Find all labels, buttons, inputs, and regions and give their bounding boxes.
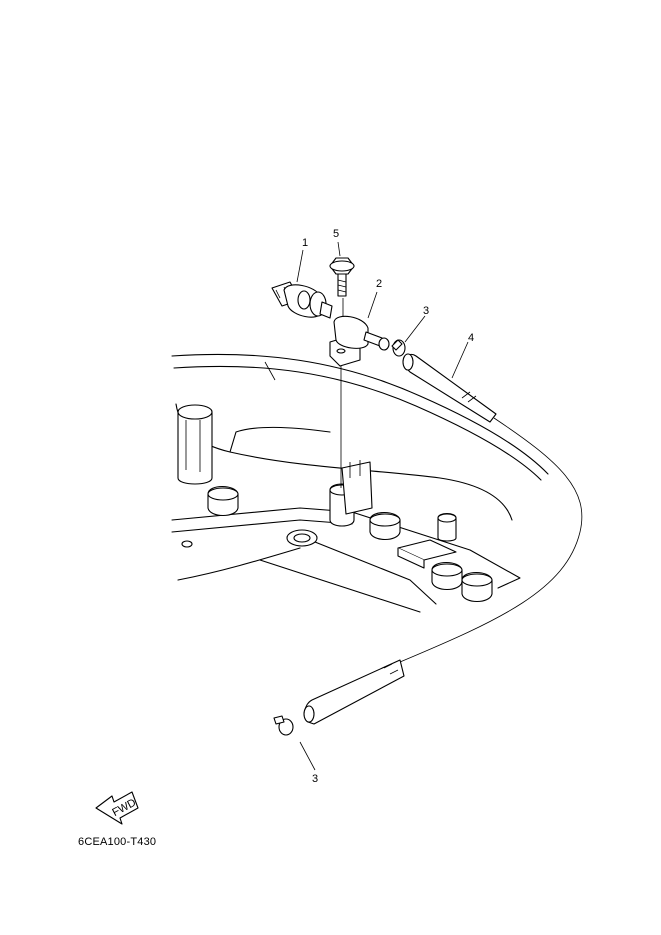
fwd-arrow-icon: FWD [95, 791, 139, 825]
hose-clamp-part-3-upper [391, 339, 406, 357]
sensor-switch-part-1 [271, 281, 333, 319]
joint-part-2 [329, 315, 390, 367]
bolt-part-5 [329, 257, 355, 297]
callout-4: 4 [468, 332, 474, 344]
callout-3-upper: 3 [423, 305, 429, 317]
callout-3-lower: 3 [312, 773, 318, 785]
engine-base-outline [171, 353, 549, 613]
figure-code: 6CEA100-T430 [78, 836, 157, 848]
hose-part-4 [303, 353, 583, 725]
leader-lines [296, 241, 469, 771]
callout-1: 1 [302, 237, 308, 249]
callout-5: 5 [333, 228, 339, 240]
callout-2: 2 [376, 278, 382, 290]
hose-clamp-part-3-lower [273, 715, 294, 736]
